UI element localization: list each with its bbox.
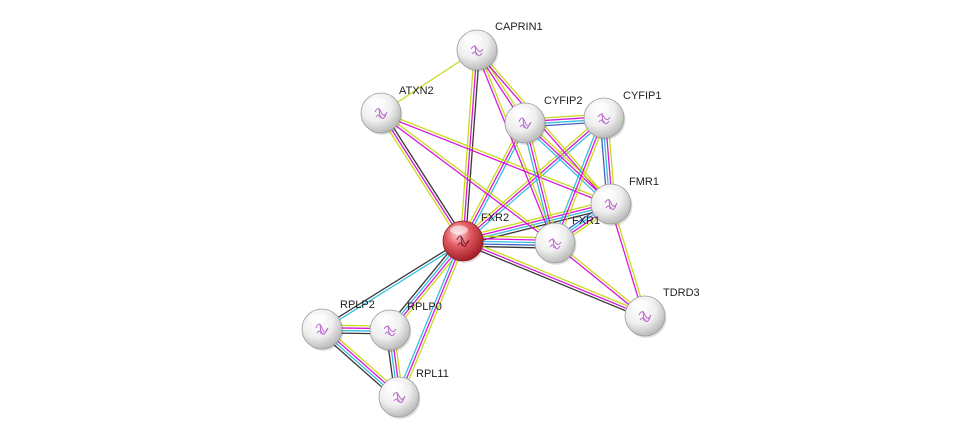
node-atxn2[interactable]: ATXN2 <box>360 85 434 135</box>
edge-evidence-experiments <box>554 117 605 244</box>
edge-evidence-textmining <box>381 111 557 243</box>
node-label-atxn2: ATXN2 <box>399 85 434 97</box>
node-label-cyfip2: CYFIP2 <box>544 95 583 107</box>
protein-structure-icon <box>456 235 470 247</box>
edge-fxr2-cyfip1[interactable] <box>460 115 607 244</box>
node-rpl11[interactable]: RPL11 <box>378 368 449 419</box>
node-label-tdrd3: TDRD3 <box>663 287 700 299</box>
node-cyfip1[interactable]: CYFIP1 <box>583 90 662 140</box>
edge-evidence-textmining <box>381 111 612 204</box>
node-label-rpl11: RPL11 <box>416 368 449 380</box>
node-gloss <box>368 97 386 107</box>
protein-structure-icon <box>518 117 532 129</box>
edge-cyfip2-fxr1[interactable] <box>521 122 559 244</box>
edge-atxn2-fxr1[interactable] <box>379 111 557 245</box>
edge-fxr2-rpl11[interactable] <box>395 239 467 399</box>
edge-evidence-experiments <box>379 113 555 245</box>
edge-evidence-databases <box>464 119 607 244</box>
edge-evidence-experiments <box>380 112 464 242</box>
edge-evidence-textmining <box>378 114 462 243</box>
node-gloss <box>542 227 560 237</box>
node-gloss <box>512 107 530 117</box>
node-gloss <box>450 225 468 235</box>
node-gloss <box>309 313 327 323</box>
edge-evidence-coexpression <box>382 111 466 240</box>
protein-structure-icon <box>383 324 397 337</box>
node-caprin1[interactable]: CAPRIN1 <box>456 21 543 72</box>
edge-evidence-textmining <box>461 199 611 238</box>
node-label-rplp2: RPLP2 <box>340 299 375 311</box>
edge-evidence-experiments <box>380 113 611 206</box>
protein-structure-icon <box>548 237 562 250</box>
edge-evidence-textmining <box>463 237 647 315</box>
node-label-fxr2: FXR2 <box>481 212 509 224</box>
edge-evidence-databases <box>521 123 554 244</box>
edge-evidence-experiments <box>475 50 555 244</box>
edge-evidence-coexpression <box>464 50 481 242</box>
edge-evidence-databases <box>322 241 465 331</box>
node-gloss <box>591 102 609 112</box>
node-tdrd3[interactable]: TDRD3 <box>624 287 700 338</box>
protein-structure-icon <box>392 391 406 404</box>
edge-evidence-textmining <box>460 115 603 240</box>
edge-evidence-experiments <box>524 122 556 244</box>
node-label-fxr1: FXR1 <box>572 215 600 227</box>
edge-fxr2-tdrd3[interactable] <box>461 237 647 320</box>
node-label-fmr1: FMR1 <box>629 176 659 188</box>
edge-evidence-textmining <box>477 49 557 243</box>
node-rplp0[interactable]: RPLP0 <box>369 301 442 352</box>
node-label-rplp0: RPLP0 <box>407 301 442 313</box>
edge-caprin1-fxr1[interactable] <box>475 49 557 244</box>
edge-fxr2-rplp2[interactable] <box>320 239 465 331</box>
edge-evidence-experiments <box>462 240 646 317</box>
edge-evidence-experiments <box>462 122 526 242</box>
node-gloss <box>598 188 616 198</box>
edge-evidence-experiments <box>462 117 605 242</box>
edge-evidence-experiments <box>462 49 478 242</box>
node-cyfip2[interactable]: CYFIP2 <box>504 95 583 145</box>
protein-structure-icon <box>374 107 388 120</box>
node-gloss <box>632 300 650 310</box>
edge-evidence-coexpression <box>461 242 645 320</box>
protein-structure-icon <box>315 323 329 335</box>
node-label-cyfip1: CYFIP1 <box>623 90 662 102</box>
edge-fxr2-fmr1[interactable] <box>461 199 613 246</box>
edge-fxr2-atxn2[interactable] <box>378 111 466 243</box>
node-fmr1[interactable]: FMR1 <box>590 176 659 226</box>
edge-atxn2-fmr1[interactable] <box>380 111 612 206</box>
node-gloss <box>377 314 395 324</box>
protein-structure-icon <box>470 44 484 57</box>
node-gloss <box>386 381 404 391</box>
edge-evidence-textmining <box>526 122 559 243</box>
edge-evidence-coexpression <box>320 239 463 329</box>
edge-evidence-experiments <box>398 240 464 398</box>
edge-evidence-experiments <box>462 202 611 241</box>
edge-evidence-textmining <box>556 118 608 245</box>
node-label-caprin1: CAPRIN1 <box>495 21 543 33</box>
protein-structure-icon <box>638 310 652 323</box>
node-gloss <box>464 34 482 44</box>
edge-cyfip1-fxr1[interactable] <box>551 116 608 245</box>
edge-evidence-databases <box>395 239 462 397</box>
node-rplp2[interactable]: RPLP2 <box>301 299 375 351</box>
edge-evidence-textmining <box>400 241 467 399</box>
edge-fxr2-caprin1[interactable] <box>459 49 481 242</box>
protein-structure-icon <box>604 198 618 211</box>
protein-structure-icon <box>597 112 611 125</box>
node-fxr2[interactable]: FXR2 <box>442 212 509 263</box>
edges-layer <box>318 48 647 401</box>
edge-evidence-databases <box>551 116 603 243</box>
node-fxr1[interactable]: FXR1 <box>534 215 600 265</box>
